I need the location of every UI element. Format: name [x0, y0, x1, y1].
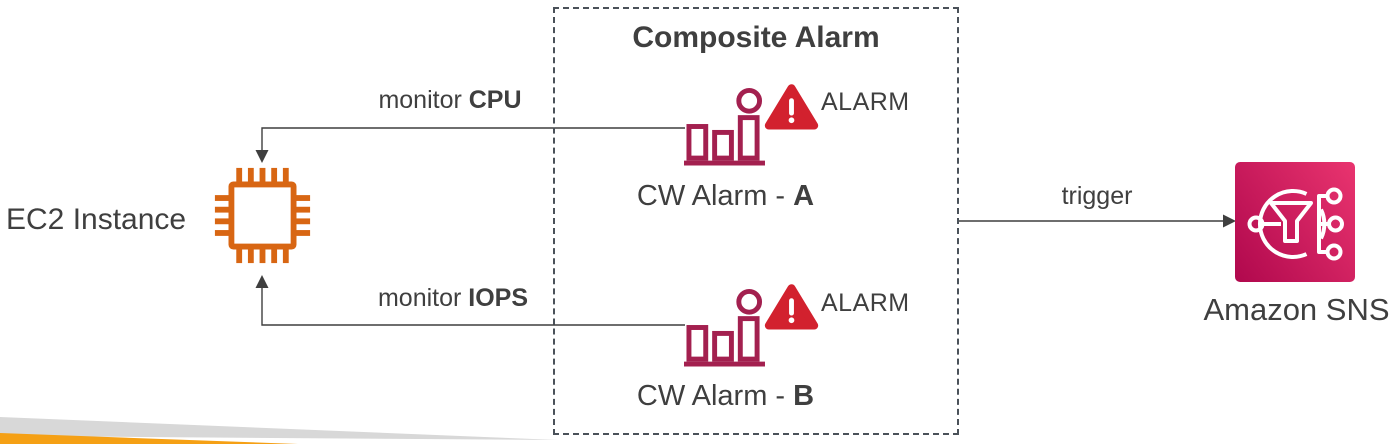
amazon-sns-label: Amazon SNS: [1203, 292, 1390, 327]
sns-funnel-fanout-icon: [1247, 187, 1344, 261]
composite-alarm-group: Composite Alarm: [553, 7, 959, 435]
cloudwatch-alarm-a-icon: [684, 87, 765, 166]
monitor-cpu-label-prefix: monitor: [378, 86, 469, 114]
monitor-iops-label-metric: IOPS: [468, 284, 529, 312]
trigger-label: trigger: [1061, 182, 1133, 210]
warning-triangle-icon: [764, 84, 819, 130]
alarm-a-state-badge: ALARM: [821, 88, 910, 116]
monitor-iops-arrow: [255, 275, 685, 326]
monitor-iops-label-prefix: monitor: [377, 284, 469, 312]
cw-alarm-a-label-prefix: CW Alarm -: [636, 180, 794, 212]
monitor-cpu-arrow: [255, 127, 685, 163]
cw-alarm-b-label-letter: B: [793, 380, 815, 412]
ec2-chip-icon: [214, 167, 311, 264]
cw-alarm-a-label: CW Alarm - A: [593, 180, 858, 213]
alarm-b-state-badge: ALARM: [821, 289, 910, 317]
ec2-instance-label: EC2 Instance: [6, 203, 187, 236]
cw-alarm-b-label: CW Alarm - B: [593, 380, 858, 413]
monitor-cpu-label: monitor CPU: [330, 86, 570, 115]
composite-alarm-title: Composite Alarm: [632, 21, 880, 54]
amazon-sns-icon: [1235, 162, 1355, 282]
corner-ribbon-orange: [0, 433, 298, 444]
cw-alarm-b-label-prefix: CW Alarm -: [636, 380, 794, 412]
cloudwatch-alarm-b-icon: [684, 288, 765, 367]
corner-ribbon-gray: [0, 417, 558, 440]
cw-alarm-a-label-letter: A: [793, 180, 815, 212]
monitor-iops-label: monitor IOPS: [333, 284, 573, 313]
trigger-arrow: [959, 214, 1236, 228]
warning-triangle-icon: [764, 284, 819, 330]
monitor-cpu-label-metric: CPU: [468, 86, 522, 114]
